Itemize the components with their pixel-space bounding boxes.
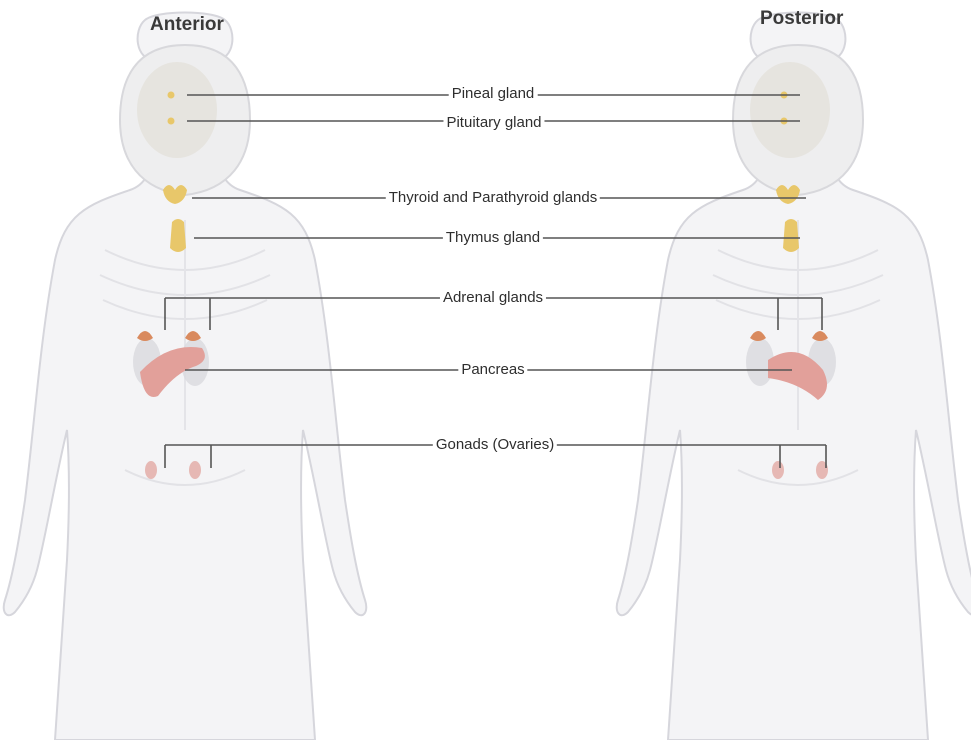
posterior-brain bbox=[750, 62, 830, 158]
posterior-thymus-gland bbox=[783, 219, 799, 252]
posterior-title: Posterior bbox=[760, 8, 843, 30]
anterior-pituitary-gland bbox=[168, 118, 175, 125]
anterior-thymus-gland bbox=[170, 219, 186, 252]
adrenal-glands-label: Adrenal glands bbox=[440, 289, 546, 307]
anterior-ovary bbox=[145, 461, 157, 479]
anterior-title: Anterior bbox=[150, 14, 224, 36]
thyroid-parathyroid-label: Thyroid and Parathyroid glands bbox=[386, 189, 600, 207]
thymus-gland-label: Thymus gland bbox=[443, 229, 543, 247]
pancreas-label: Pancreas bbox=[458, 361, 527, 379]
pineal-gland-label: Pineal gland bbox=[449, 85, 538, 103]
posterior-ovary bbox=[772, 461, 784, 479]
gonads-label: Gonads (Ovaries) bbox=[433, 436, 557, 454]
anterior-pineal-gland bbox=[168, 92, 175, 99]
anterior-brain bbox=[137, 62, 217, 158]
anterior-ovary bbox=[189, 461, 201, 479]
pituitary-gland-label: Pituitary gland bbox=[443, 114, 544, 132]
